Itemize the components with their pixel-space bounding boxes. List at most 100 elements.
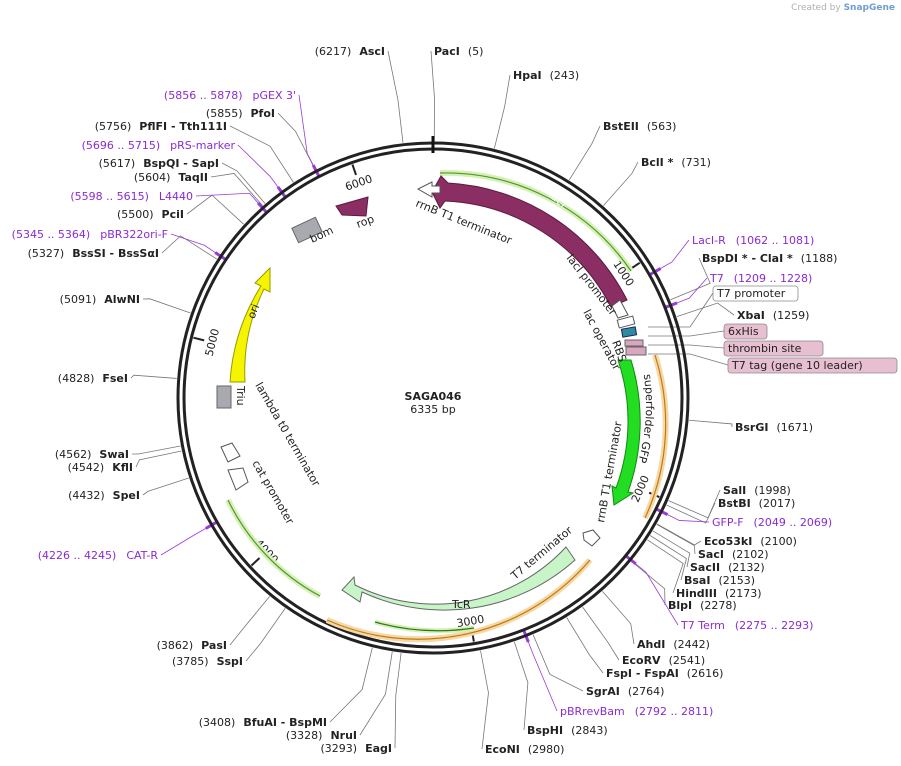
primer-range: (4226 .. 4245) [38, 549, 117, 562]
thrombin-site-box[interactable] [624, 339, 644, 347]
site-position: (3408) [199, 716, 236, 729]
rrnB-terminator-arrow[interactable] [416, 181, 441, 198]
site-label-bstbi[interactable]: BstBI(2017) [718, 497, 795, 510]
site-label-eco53ki[interactable]: Eco53kI(2100) [704, 535, 797, 548]
site-label-pflfi-tth111i[interactable]: (5756)PflFI - Tth111I [95, 120, 227, 133]
boxed-leader-t7-promoter [648, 292, 714, 328]
superfolder-gfp-feature-arrow[interactable] [611, 359, 641, 506]
site-label-bsai[interactable]: BsaI(2153) [684, 574, 755, 587]
site-label-swai[interactable]: (4562)SwaI [55, 448, 129, 461]
site-label-bsteii[interactable]: BstEII(563) [603, 120, 676, 133]
tick-label-3000: 3000 [456, 613, 486, 630]
site-label-asci[interactable]: (6217)AscI [315, 45, 385, 58]
cat-promoter-arrow[interactable] [227, 467, 249, 491]
his-tag-box[interactable] [620, 326, 638, 338]
site-label-saci[interactable]: SacI(2102) [698, 548, 769, 561]
site-label-sgrai[interactable]: SgrAI(2764) [586, 685, 664, 698]
site-name: BsrGI [735, 421, 768, 434]
primer-label-pbrrevbam[interactable]: pBRrevBam(2792 .. 2811) [560, 705, 713, 718]
ori-feature-label: ori [245, 302, 262, 320]
primer-name: GFP-F [712, 516, 744, 529]
site-label-pfoi[interactable]: (5855)PfoI [206, 107, 275, 120]
lacI-feature-arrow[interactable] [431, 175, 628, 308]
boxed-label-bg-thrombin-site[interactable] [723, 340, 824, 357]
rrnB-terminator-2-label: rrnB T1 terminator [594, 420, 625, 524]
site-label-nrui[interactable]: (3328)NruI [286, 729, 357, 742]
primer-leader-pgex-3 [298, 94, 314, 166]
rop-feature-label: rop [355, 212, 376, 230]
site-position: (5756) [95, 120, 132, 133]
site-position: (2442) [673, 638, 710, 651]
site-label-ahdi[interactable]: AhdI (2442) [637, 638, 710, 651]
site-label-spei[interactable]: (4432)SpeI [68, 489, 140, 502]
primer-leader-gfp-f [667, 514, 710, 523]
primer-label-laci-r[interactable]: LacI-R(1062 .. 1081) [692, 234, 814, 247]
primer-label-prs-marker[interactable]: (5696 .. 5715)pRS-marker [82, 139, 236, 152]
triu-feature-box[interactable] [216, 385, 232, 409]
site-position: (5855) [206, 107, 243, 120]
site-position: (1188) [801, 252, 838, 265]
site-leader-hindiii [647, 539, 684, 594]
primer-label-pgex-3[interactable]: (5856 .. 5878)pGEX 3' [164, 89, 296, 102]
tcr-feature-arrow[interactable] [341, 546, 576, 611]
site-leader-bsssi-bsss-i [161, 235, 217, 260]
rrnB-terminator-2-arrow[interactable] [582, 529, 601, 547]
site-position: (5091) [60, 293, 97, 306]
site-label-bspqi-sapi[interactable]: (5617)BspQI - SapI [99, 157, 219, 170]
site-label-hindiii[interactable]: HindIII(2173) [676, 587, 762, 600]
map-labels: PacI(5) HpaI(243) BstEII(563) BclI *(731) Bs… [12, 45, 898, 756]
bom-feature-box[interactable] [291, 216, 323, 244]
lacI-promoter-arrow[interactable] [611, 299, 629, 319]
site-label-taqii[interactable]: (5604)TaqII [134, 171, 208, 184]
site-label-eagi[interactable]: (3293)EagI [321, 742, 392, 755]
primer-label-cat-r[interactable]: (4226 .. 4245)CAT-R [38, 549, 159, 562]
site-label-blpi[interactable]: BlpI(2278) [668, 599, 737, 612]
rop-feature-arrow[interactable] [335, 196, 369, 217]
site-label-pasi[interactable]: (3862)PasI [157, 639, 227, 652]
site-label-sspi[interactable]: (3785)SspI [172, 655, 243, 668]
boxed-label-bg-6xhis[interactable] [723, 323, 768, 340]
site-label-fsei[interactable]: (4828)FseI [58, 372, 128, 385]
site-label-bsssi-bsss-i[interactable]: (5327)BssSI - BssSαI [28, 247, 159, 260]
site-label-fspi-fspai[interactable]: FspI - FspAI(2616) [606, 667, 723, 680]
site-label-hpai[interactable]: HpaI(243) [513, 69, 579, 82]
boxed-label-bg-t7-tag-gene-10-leader[interactable] [727, 357, 898, 374]
site-name: AhdI [637, 638, 665, 651]
primer-name: T7 [709, 272, 724, 285]
site-label-sacii[interactable]: SacII(2132) [690, 561, 765, 574]
site-label-bfuai-bspmi[interactable]: (3408)BfuAI - BspMI [199, 716, 327, 729]
site-leader-pcii [186, 194, 244, 225]
primer-label-t7[interactable]: T7(1209 .. 1228) [709, 272, 812, 285]
tcr-feature-label: TcR [451, 598, 471, 611]
primer-leader-l4440 [195, 192, 259, 204]
site-name: SgrAI [586, 685, 620, 698]
site-label-bsphi[interactable]: BspHI(2843) [527, 724, 608, 737]
ori-feature-arrow[interactable] [229, 266, 271, 383]
site-name: KflI [112, 461, 133, 474]
site-label-xbai[interactable]: XbaI(1259) [737, 309, 809, 322]
primer-label-l4440[interactable]: (5598 .. 5615)L4440 [70, 190, 193, 203]
site-label-alwni[interactable]: (5091)AlwNI [60, 293, 140, 306]
t7-tag-box[interactable] [625, 346, 647, 356]
site-position: (2017) [759, 497, 796, 510]
site-label-bspdi-clai[interactable]: BspDI * - ClaI *(1188) [702, 252, 837, 265]
site-label-kfli[interactable]: (4542)KflI [68, 461, 133, 474]
site-leader-nrui [359, 651, 393, 736]
site-leader-ahdi [602, 591, 635, 645]
site-leader-pasi [229, 596, 270, 646]
lambda-t0-terminator-arrow[interactable] [220, 442, 241, 463]
primer-label-gfp-f[interactable]: GFP-F(2049 .. 2069) [712, 516, 832, 529]
site-label-paci[interactable]: PacI(5) [434, 45, 483, 58]
boxed-leader-6xhis [648, 330, 725, 337]
site-label-ecorv[interactable]: EcoRV(2541) [622, 654, 705, 667]
site-label-pcii[interactable]: (5500)PciI [117, 208, 184, 221]
site-label-econi[interactable]: EcoNI(2980) [485, 743, 564, 756]
site-label-bsrgi[interactable]: BsrGI(1671) [735, 421, 813, 434]
primer-label-t7-term[interactable]: T7 Term(2275 .. 2293) [680, 619, 813, 632]
lac-operator-box[interactable] [616, 315, 636, 329]
boxed-label-bg-t7-promoter[interactable] [712, 285, 799, 302]
primer-label-pbr322ori-f[interactable]: (5345 .. 5364)pBR322ori-F [12, 228, 168, 241]
site-name: EcoRV [622, 654, 661, 667]
site-label-bcli[interactable]: BclI *(731) [641, 156, 711, 169]
site-label-sali[interactable]: SalI(1998) [723, 484, 791, 497]
